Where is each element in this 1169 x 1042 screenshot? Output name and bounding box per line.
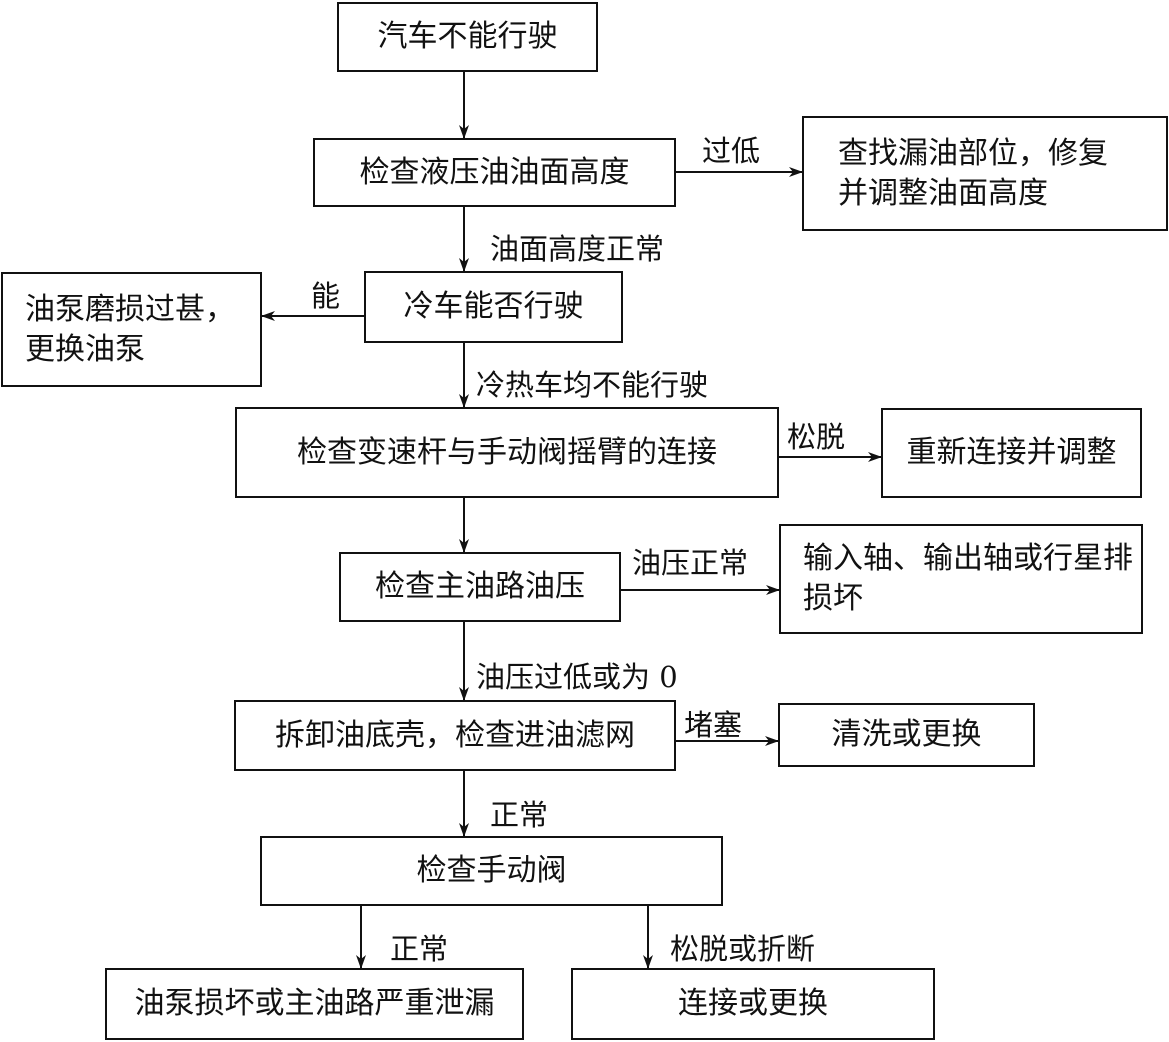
label-pressure-normal: 油压正常 <box>632 546 749 580</box>
node-check-manual-valve: 检查手动阀 <box>260 836 723 906</box>
node-check-linkage: 检查变速杆与手动阀摇臂的连接 <box>235 407 779 498</box>
label-loose: 松脱 <box>787 420 846 454</box>
label-too-low: 过低 <box>702 134 761 168</box>
node-clean-or-replace: 清洗或更换 <box>778 703 1035 767</box>
node-reconnect: 重新连接并调整 <box>881 408 1142 498</box>
node-remove-oil-pan: 拆卸油底壳，检查进油滤网 <box>234 700 676 771</box>
label-loose-or-broken: 松脱或折断 <box>670 932 816 966</box>
node-fix-leak: 查找漏油部位，修复 并调整油面高度 <box>802 116 1168 231</box>
node-check-fluid-level: 检查液压油油面高度 <box>313 138 676 207</box>
label-clogged: 堵塞 <box>684 708 743 742</box>
node-pump-damage: 油泵损坏或主油路严重泄漏 <box>105 968 524 1040</box>
label-normal-b: 正常 <box>390 932 449 966</box>
label-can: 能 <box>311 279 341 313</box>
node-pump-worn: 油泵磨损过甚， 更换油泵 <box>1 272 262 387</box>
node-car-cannot-drive: 汽车不能行驶 <box>337 2 598 72</box>
node-connect-or-replace: 连接或更换 <box>571 968 935 1040</box>
label-cold-hot-cannot: 冷热车均不能行驶 <box>476 368 709 402</box>
label-normal-a: 正常 <box>490 798 549 832</box>
node-shaft-damage: 输入轴、输出轴或行星排 损坏 <box>779 524 1143 634</box>
node-check-main-pressure: 检查主油路油压 <box>339 552 621 622</box>
label-level-normal: 油面高度正常 <box>490 232 665 266</box>
label-pressure-low-zero: 油压过低或为 0 <box>476 660 678 694</box>
node-cold-drive: 冷车能否行驶 <box>364 271 623 343</box>
